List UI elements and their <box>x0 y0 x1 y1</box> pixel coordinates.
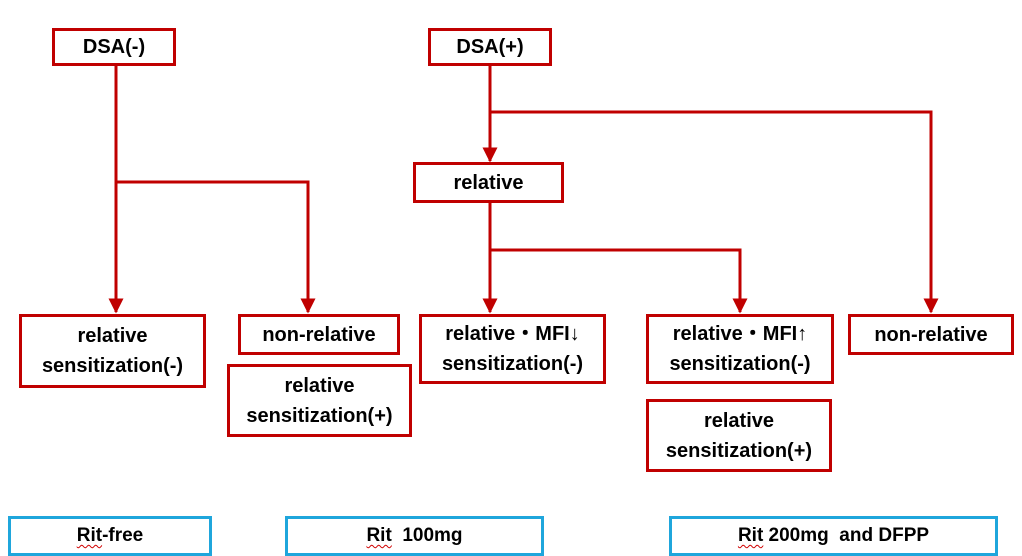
node-dsa-negative: DSA(-) <box>52 28 176 66</box>
node-label: DSA(-) <box>82 36 146 58</box>
node-label: non-relative <box>874 323 988 346</box>
node-label: relative <box>453 171 524 194</box>
treatment-rit-word: Rit <box>76 525 103 546</box>
node-label-line2: sensitization(+) <box>246 404 393 427</box>
node-label: DSA(+) <box>456 36 524 58</box>
treatment-rit-100mg: Rit 100mg <box>285 516 544 556</box>
node-label-line1: relative・MFI↓ <box>445 323 580 345</box>
node-label-line2: sensitization(-) <box>41 355 184 377</box>
node-label-line1: relative <box>284 374 355 397</box>
node-label-line1: relative <box>77 325 148 347</box>
node-non-relative-left: non-relative <box>238 314 400 355</box>
node-label-line1: relative <box>703 409 775 432</box>
treatment-rit-word: Rit <box>366 525 392 546</box>
node-non-relative-right: non-relative <box>848 314 1014 355</box>
treatment-label: Rit 200mg and DFPP <box>738 525 929 547</box>
treatment-rit-free: Rit-free <box>8 516 212 556</box>
node-relative-sensitization-positive-left: relative sensitization(+) <box>227 364 412 437</box>
arrow-dsa-neg-to-non-relative <box>116 180 316 314</box>
node-relative-mfi-up: relative・MFI↑ sensitization(-) <box>646 314 834 384</box>
node-label-line2: sensitization(-) <box>669 353 811 375</box>
node-label-line1: relative・MFI↑ <box>672 323 808 345</box>
treatment-rit-200mg-dfpp: Rit 200mg and DFPP <box>669 516 998 556</box>
arrow-dsa-pos-to-non-relative <box>490 110 939 314</box>
node-relative: relative <box>413 162 564 203</box>
node-label-line2: sensitization(-) <box>441 353 584 375</box>
treatment-label: Rit-free <box>77 525 144 547</box>
node-label-line2: sensitization(+) <box>665 439 813 462</box>
treatment-rest: -free <box>102 525 144 546</box>
node-relative-sensitization-positive-right: relative sensitization(+) <box>646 399 832 472</box>
node-label: non-relative <box>262 323 376 346</box>
treatment-rit-word: Rit <box>737 525 764 546</box>
treatment-rest: 100mg <box>391 525 463 546</box>
treatment-rest: 200mg and DFPP <box>763 525 930 546</box>
node-relative-mfi-down: relative・MFI↓ sensitization(-) <box>419 314 606 384</box>
treatment-label: Rit 100mg <box>366 525 462 547</box>
node-dsa-positive: DSA(+) <box>428 28 552 66</box>
arrow-relative-to-mfi-up <box>490 248 748 314</box>
node-relative-sensitization-negative: relative sensitization(-) <box>19 314 206 388</box>
